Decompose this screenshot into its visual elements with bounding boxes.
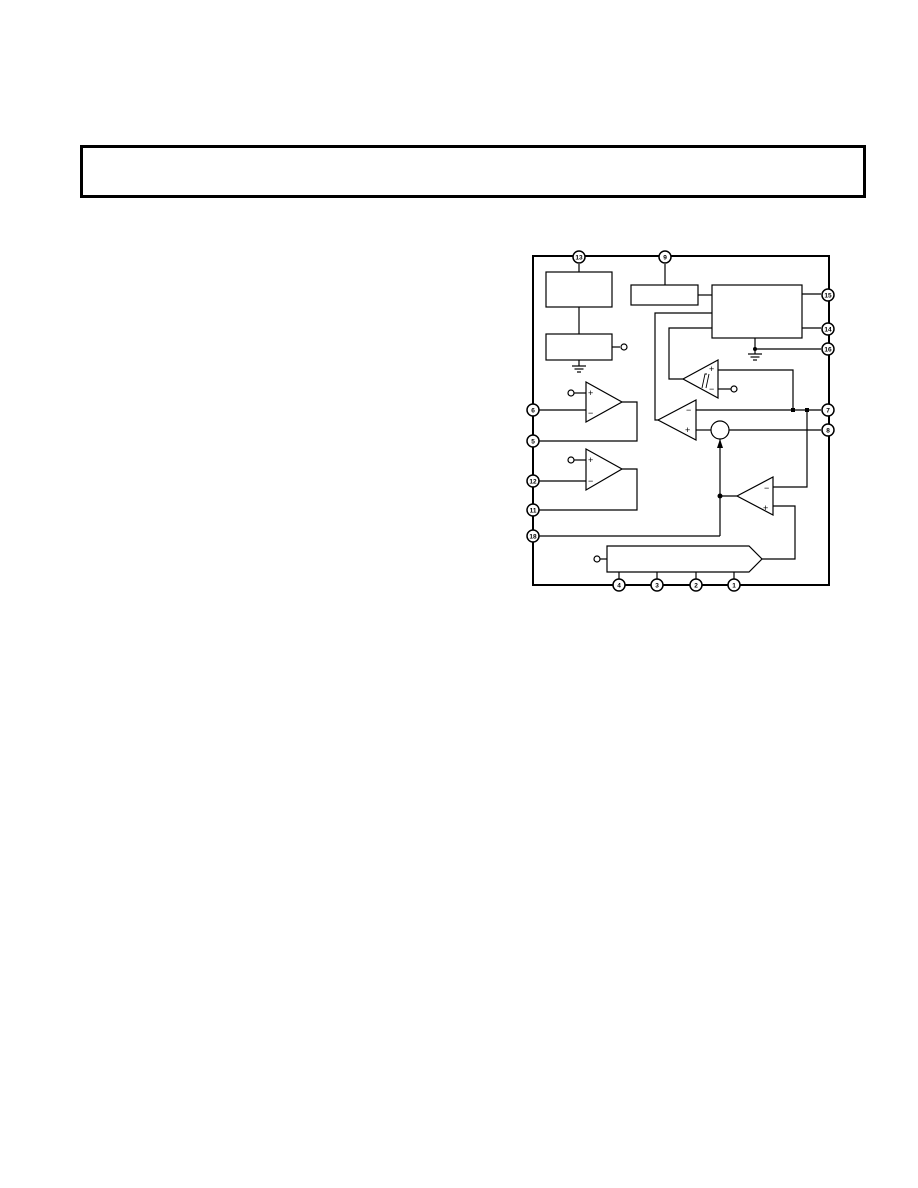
ground-icon bbox=[572, 360, 586, 373]
block-top-middle bbox=[630, 284, 699, 306]
pin-14: 14 bbox=[821, 322, 835, 336]
pin-16: 16 bbox=[821, 342, 835, 356]
svg-text:6: 6 bbox=[531, 408, 535, 415]
ground-icon bbox=[748, 349, 762, 361]
svg-text:2: 2 bbox=[694, 583, 698, 590]
terminal-node bbox=[567, 456, 575, 464]
pin-13: 13 bbox=[572, 250, 586, 264]
terminal-node bbox=[567, 389, 575, 397]
comparator-hysteresis bbox=[681, 358, 719, 400]
svg-text:12: 12 bbox=[529, 479, 537, 486]
title-box bbox=[80, 145, 866, 198]
main-amplifier bbox=[656, 399, 697, 441]
svg-text:18: 18 bbox=[529, 534, 537, 541]
svg-text:4: 4 bbox=[617, 583, 621, 590]
pin-6: 6 bbox=[526, 403, 540, 417]
minus-sign: − bbox=[588, 476, 593, 486]
plus-sign: + bbox=[685, 425, 690, 435]
svg-text:8: 8 bbox=[826, 428, 830, 435]
svg-text:5: 5 bbox=[531, 439, 535, 446]
left-upper-amplifier bbox=[585, 380, 624, 424]
svg-text:14: 14 bbox=[824, 327, 832, 334]
svg-text:11: 11 bbox=[530, 508, 537, 515]
terminal-node bbox=[620, 343, 628, 351]
pin-7: 7 bbox=[821, 403, 835, 417]
terminal-node bbox=[730, 385, 738, 393]
left-lower-amplifier bbox=[585, 447, 624, 492]
minus-sign: − bbox=[764, 483, 769, 493]
svg-text:15: 15 bbox=[824, 293, 832, 300]
current-source bbox=[710, 420, 730, 440]
pin-12: 12 bbox=[526, 474, 540, 488]
pin-18: 18 bbox=[526, 529, 540, 543]
pin-9: 9 bbox=[658, 250, 672, 264]
minus-sign: − bbox=[709, 384, 714, 394]
minus-sign: − bbox=[588, 408, 593, 418]
pin-4: 4 bbox=[612, 578, 626, 592]
bottom-converter-block bbox=[606, 545, 763, 573]
block-top-left-lower bbox=[545, 333, 613, 361]
pin-2: 2 bbox=[689, 578, 703, 592]
svg-text:7: 7 bbox=[826, 408, 830, 415]
block-diagram: + − − + − + + − + − 13 9 bbox=[526, 250, 835, 592]
terminal-node bbox=[593, 555, 601, 563]
pin-1: 1 bbox=[727, 578, 741, 592]
svg-text:9: 9 bbox=[663, 255, 667, 262]
plus-sign: + bbox=[588, 455, 593, 465]
pin-8: 8 bbox=[821, 423, 835, 437]
plus-sign: + bbox=[709, 364, 714, 374]
svg-text:3: 3 bbox=[655, 583, 659, 590]
lower-right-amplifier bbox=[735, 476, 774, 516]
svg-text:1: 1 bbox=[732, 583, 736, 590]
pin-11: 11 bbox=[526, 503, 540, 517]
chip-outline bbox=[532, 255, 830, 586]
svg-text:16: 16 bbox=[824, 347, 832, 354]
pin-3: 3 bbox=[650, 578, 664, 592]
plus-sign: + bbox=[588, 388, 593, 398]
minus-sign: − bbox=[686, 405, 691, 415]
pin-5: 5 bbox=[526, 434, 540, 448]
block-top-right bbox=[711, 284, 803, 339]
pin-15: 15 bbox=[821, 288, 835, 302]
plus-sign: + bbox=[763, 503, 768, 513]
block-top-left-upper bbox=[545, 271, 613, 308]
svg-text:13: 13 bbox=[575, 255, 583, 262]
